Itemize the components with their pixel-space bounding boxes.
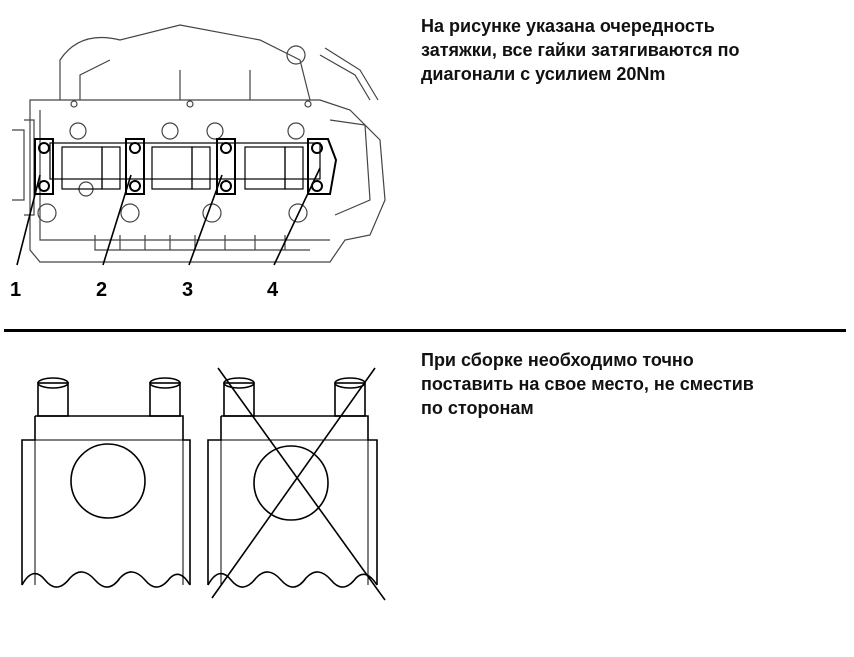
text-line: поставить на свое место, не сместив [421,374,754,394]
callout-3: 3 [182,279,193,301]
bearing-caps [34,138,338,195]
section-divider [4,329,846,332]
bearing-cap-1 [34,138,54,195]
text-line: диагонали с усилием 20Nm [421,64,666,84]
leader-lines [16,167,321,266]
callout-2: 2 [96,279,107,301]
text-line: На рисунке указана очередность [421,16,715,36]
text-line: по сторонам [421,398,534,418]
assembly-instructions: При сборке необходимо точно поставить на… [421,348,754,420]
incorrect-cap-drawing [207,367,386,601]
callout-1: 1 [10,279,21,301]
bearing-cap-3 [216,138,236,195]
tightening-instructions: На рисунке указана очередность затяжки, … [421,14,740,86]
camshaft [49,142,321,190]
text-line: затяжки, все гайки затягиваются по [421,40,740,60]
correct-cap-drawing [21,377,191,588]
bearing-cap-2 [125,138,145,195]
cross-mark [211,367,386,601]
text-line: При сборке необходимо точно [421,350,694,370]
callout-4: 4 [267,279,279,301]
